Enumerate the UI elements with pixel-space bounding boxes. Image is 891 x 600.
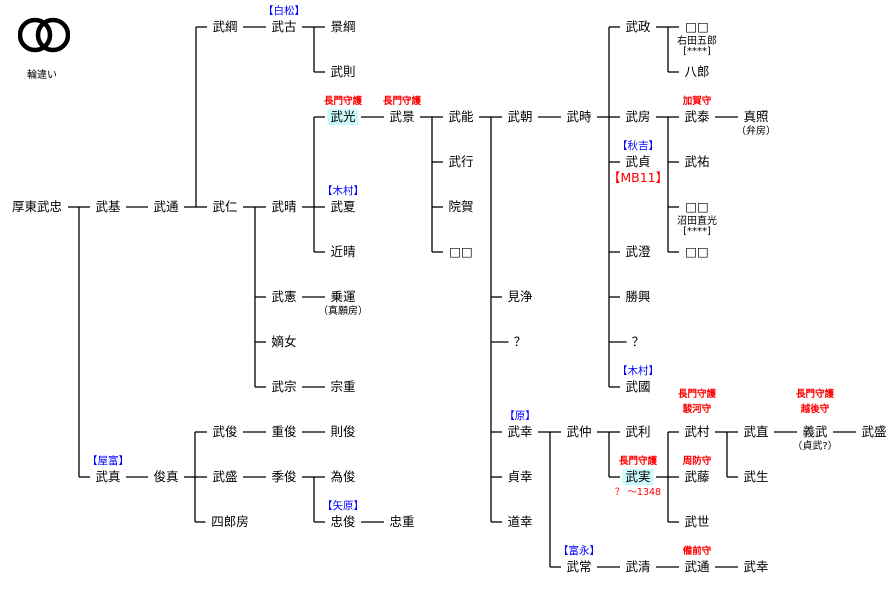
title-label: 駿河守 <box>682 404 712 415</box>
note-label: [****] <box>683 46 711 57</box>
crest-label: 輪違い <box>27 70 57 81</box>
note-label: （弁房） <box>736 126 776 137</box>
clan-label: 【原】 <box>504 410 536 422</box>
person-node[interactable]: 則俊 <box>330 424 356 439</box>
title-label: 長門守護 <box>677 389 717 400</box>
person-node[interactable]: 武泰 <box>684 109 710 124</box>
person-node[interactable]: 武則 <box>330 64 356 79</box>
clan-label: 【屋富】 <box>87 455 129 467</box>
person-node[interactable]: 武朝 <box>507 109 533 124</box>
person-node[interactable]: 宗重 <box>330 379 356 394</box>
note-label: [****] <box>683 226 711 237</box>
title-label: 越後守 <box>800 404 830 415</box>
person-node[interactable]: 武通 <box>684 559 710 574</box>
clan-label: 【木村】 <box>322 185 364 197</box>
person-node[interactable]: 忠重 <box>389 514 415 529</box>
note-label: 右田五郎 <box>677 36 717 47</box>
person-node[interactable]: 嫡女 <box>271 334 297 349</box>
person-node[interactable]: 武世 <box>684 514 710 529</box>
person-node[interactable]: 武利 <box>625 424 651 439</box>
person-node[interactable]: 真照 <box>743 109 769 124</box>
person-node[interactable]: 義武 <box>802 424 828 439</box>
title-label: 長門守護 <box>382 96 422 107</box>
person-node[interactable]: 武実 <box>622 469 654 485</box>
person-node[interactable]: 武清 <box>625 559 651 574</box>
person-node[interactable]: 見浄 <box>507 289 533 304</box>
title-label: 長門守護 <box>323 96 363 107</box>
person-node[interactable]: 武時 <box>566 109 592 124</box>
person-node[interactable]: 武祐 <box>684 154 710 169</box>
person-node[interactable]: 俊真 <box>153 469 179 484</box>
person-node[interactable]: 重俊 <box>271 424 297 439</box>
person-node[interactable]: 武仲 <box>566 424 592 439</box>
person-node[interactable]: 武盛 <box>212 469 238 484</box>
person-node[interactable]: □□ <box>685 199 709 214</box>
person-node[interactable]: 武村 <box>684 424 710 439</box>
person-node[interactable]: 武直 <box>743 424 769 439</box>
person-node[interactable]: 武古 <box>271 19 297 34</box>
person-node[interactable]: 武幸 <box>743 559 769 574</box>
person-node[interactable]: 武國 <box>625 379 651 394</box>
person-node[interactable]: 八郎 <box>684 64 710 79</box>
person-node[interactable]: 武綱 <box>212 19 238 34</box>
person-node[interactable]: 武基 <box>95 199 121 214</box>
person-node[interactable]: 武通 <box>153 199 179 214</box>
person-node[interactable]: □□ <box>685 19 709 34</box>
person-node[interactable]: 武能 <box>448 109 474 124</box>
person-node[interactable]: 景綱 <box>330 19 356 34</box>
clan-label: 【木村】 <box>617 365 659 377</box>
person-node[interactable]: 武仁 <box>212 199 238 214</box>
title-label: 備前守 <box>682 546 712 557</box>
person-node[interactable]: 四郎房 <box>211 514 249 529</box>
person-node[interactable]: 武政 <box>625 19 651 34</box>
person-node[interactable]: 武憲 <box>271 289 297 304</box>
person-node[interactable]: 貞幸 <box>507 469 533 484</box>
person-node[interactable]: 為俊 <box>330 469 356 484</box>
person-node[interactable]: 勝興 <box>625 289 651 304</box>
person-node[interactable]: 武盛 <box>861 424 887 439</box>
person-node[interactable]: 武晴 <box>271 199 297 214</box>
title-label: 長門守護 <box>795 389 835 400</box>
person-node[interactable]: ？ <box>631 334 645 349</box>
person-node[interactable]: 武光 <box>327 109 359 125</box>
person-node[interactable]: 武房 <box>625 109 651 124</box>
clan-label: 【矢原】 <box>322 500 364 512</box>
person-node[interactable]: 武景 <box>389 109 415 124</box>
person-node[interactable]: 武宗 <box>271 379 297 394</box>
person-node[interactable]: ？ <box>513 334 527 349</box>
person-node[interactable]: 武澄 <box>625 244 651 259</box>
person-node[interactable]: 武真 <box>95 469 121 484</box>
note-label: （真願房） <box>318 306 368 317</box>
person-node[interactable]: □□ <box>449 244 473 259</box>
person-node[interactable]: 近晴 <box>330 244 356 259</box>
person-node[interactable]: 院賀 <box>448 199 474 214</box>
person-node[interactable]: 武貞 <box>625 154 651 169</box>
note-label: 沼田直光 <box>677 216 717 227</box>
clan-label: 【富永】 <box>558 545 600 557</box>
title-label: 加賀守 <box>682 96 712 107</box>
clan-label: 【秋吉】 <box>617 140 659 152</box>
tag-label: 【MB11】 <box>607 170 669 185</box>
note-label: （貞武?） <box>792 441 838 452</box>
person-node[interactable]: 武幸 <box>507 424 533 439</box>
title-label: 長門守護 <box>618 456 658 467</box>
person-node[interactable]: 厚東武忠 <box>11 199 63 214</box>
person-node[interactable]: 武俊 <box>212 424 238 439</box>
person-node[interactable]: 季俊 <box>271 469 297 484</box>
title-label: 周防守 <box>682 456 712 467</box>
person-node[interactable]: 武行 <box>448 154 474 169</box>
person-node[interactable]: 武夏 <box>330 199 356 214</box>
person-node[interactable]: 武常 <box>566 559 592 574</box>
person-node[interactable]: 武藤 <box>684 469 710 484</box>
wachigai-crest-icon <box>18 17 70 53</box>
person-node[interactable]: □□ <box>685 244 709 259</box>
clan-label: 【白松】 <box>263 5 305 17</box>
person-node[interactable]: 忠俊 <box>330 514 356 529</box>
person-node[interactable]: 武生 <box>743 469 769 484</box>
dates-label: ？ ～1348 <box>614 487 662 498</box>
person-node[interactable]: 道幸 <box>507 514 533 529</box>
person-node[interactable]: 乗運 <box>330 289 356 304</box>
